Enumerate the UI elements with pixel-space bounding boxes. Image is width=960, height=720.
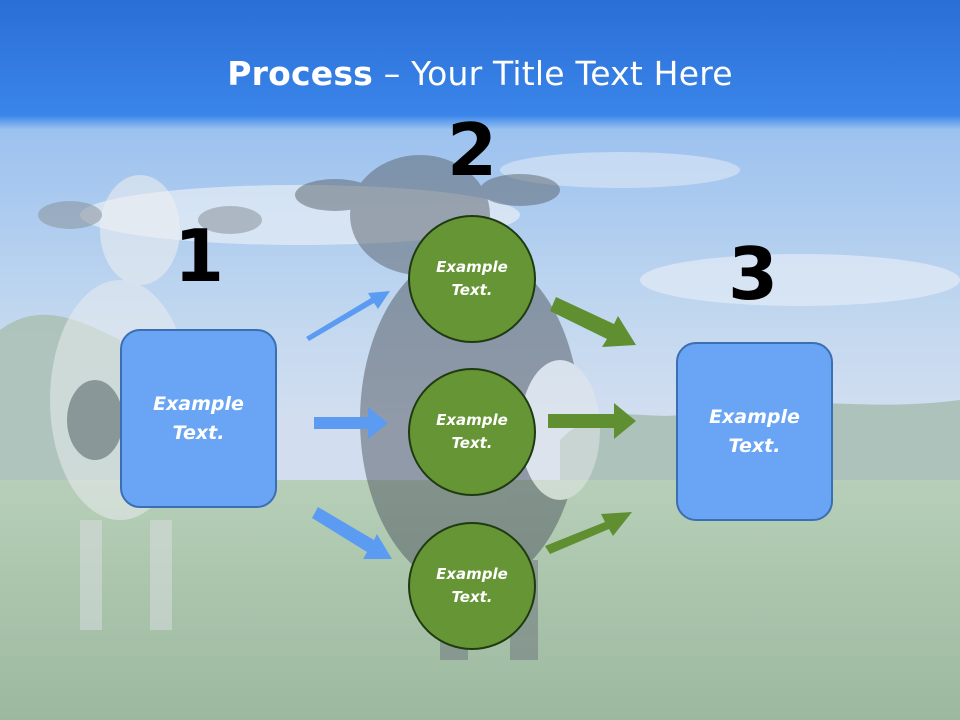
- step-1-box[interactable]: Example Text.: [120, 329, 277, 508]
- step-2-circle-bottom[interactable]: Example Text.: [408, 522, 536, 650]
- step-3-box[interactable]: Example Text.: [676, 342, 833, 521]
- slide-title: Process – Your Title Text Here: [0, 52, 960, 96]
- circle-bottom-label-line-1: Example: [436, 565, 508, 583]
- title-rest-part: – Your Title Text Here: [373, 54, 733, 93]
- title-bold-part: Process: [227, 54, 374, 93]
- step-3-label-line-1: Example: [709, 405, 800, 428]
- step-number-2: 2: [446, 108, 498, 192]
- circle-middle-label: Example Text.: [436, 409, 508, 455]
- step-1-box-label: Example Text.: [153, 390, 244, 448]
- step-1-label-line-1: Example: [153, 392, 244, 415]
- step-number-3: 3: [727, 232, 779, 316]
- step-2-circle-middle[interactable]: Example Text.: [408, 368, 536, 496]
- circle-top-label: Example Text.: [436, 256, 508, 302]
- circle-top-label-line-1: Example: [436, 258, 508, 276]
- step-1-label-line-2: Text.: [172, 421, 225, 444]
- circle-top-label-line-2: Text.: [451, 281, 493, 299]
- circle-middle-label-line-1: Example: [436, 411, 508, 429]
- step-3-box-label: Example Text.: [709, 403, 800, 461]
- circle-bottom-label-line-2: Text.: [451, 588, 493, 606]
- step-number-1: 1: [173, 214, 225, 298]
- step-2-circle-top[interactable]: Example Text.: [408, 215, 536, 343]
- step-3-label-line-2: Text.: [728, 434, 781, 457]
- circle-bottom-label: Example Text.: [436, 563, 508, 609]
- circle-middle-label-line-2: Text.: [451, 434, 493, 452]
